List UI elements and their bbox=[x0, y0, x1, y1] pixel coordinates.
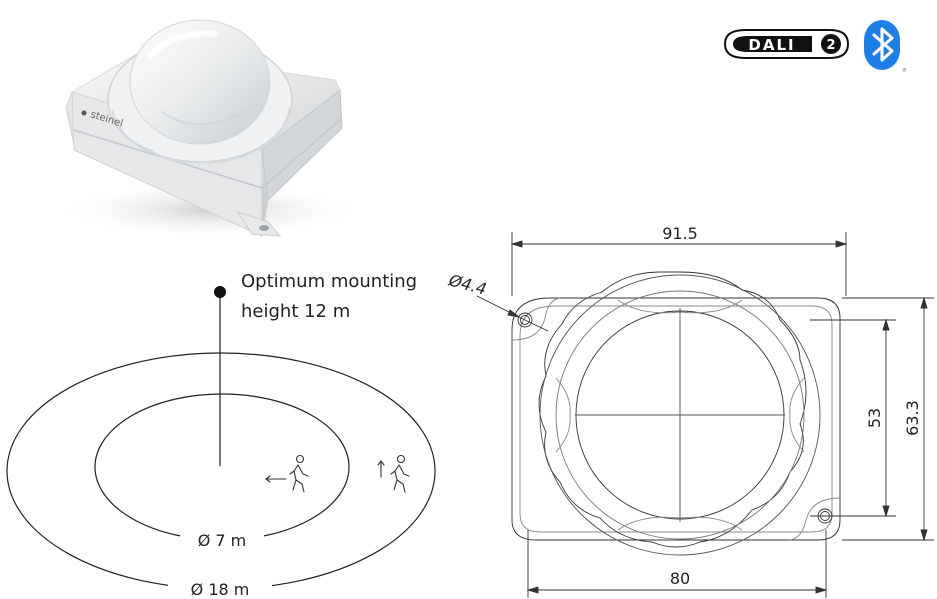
inner-range-ellipse bbox=[94, 393, 350, 541]
dim-width-bottom: 80 bbox=[670, 569, 690, 588]
collar-outline bbox=[538, 271, 807, 548]
person-walking-across-icon bbox=[265, 454, 309, 493]
mount-label-line1: Optimum mounting bbox=[241, 271, 417, 292]
outer-range-label: Ø 18 m bbox=[191, 580, 250, 599]
detection-diagram: Optimum mounting height 12 m Ø 7 m Ø 18 … bbox=[6, 271, 436, 599]
housing-outline bbox=[511, 297, 841, 541]
bluetooth-icon: ® bbox=[864, 20, 907, 74]
sensor-dot bbox=[214, 286, 226, 298]
dali-version-text: 2 bbox=[826, 38, 835, 53]
dali-logo: DALI 2 bbox=[723, 29, 850, 59]
outer-range-ellipse bbox=[6, 352, 436, 590]
product-photo: steinel bbox=[50, 19, 370, 240]
technical-drawing bbox=[476, 232, 934, 598]
inner-range-label: Ø 7 m bbox=[198, 531, 247, 550]
dim-height-inner: 53 bbox=[865, 408, 884, 428]
person-walking-toward-icon bbox=[377, 454, 410, 493]
dali-logo-text: DALI bbox=[748, 36, 795, 54]
dim-width-overall: 91.5 bbox=[662, 224, 698, 243]
dim-height-overall: 63.3 bbox=[903, 400, 922, 436]
dim-hole-diameter: Ø4.4 bbox=[446, 270, 489, 298]
mount-label-line2: height 12 m bbox=[241, 301, 350, 322]
svg-text:®: ® bbox=[902, 67, 907, 74]
